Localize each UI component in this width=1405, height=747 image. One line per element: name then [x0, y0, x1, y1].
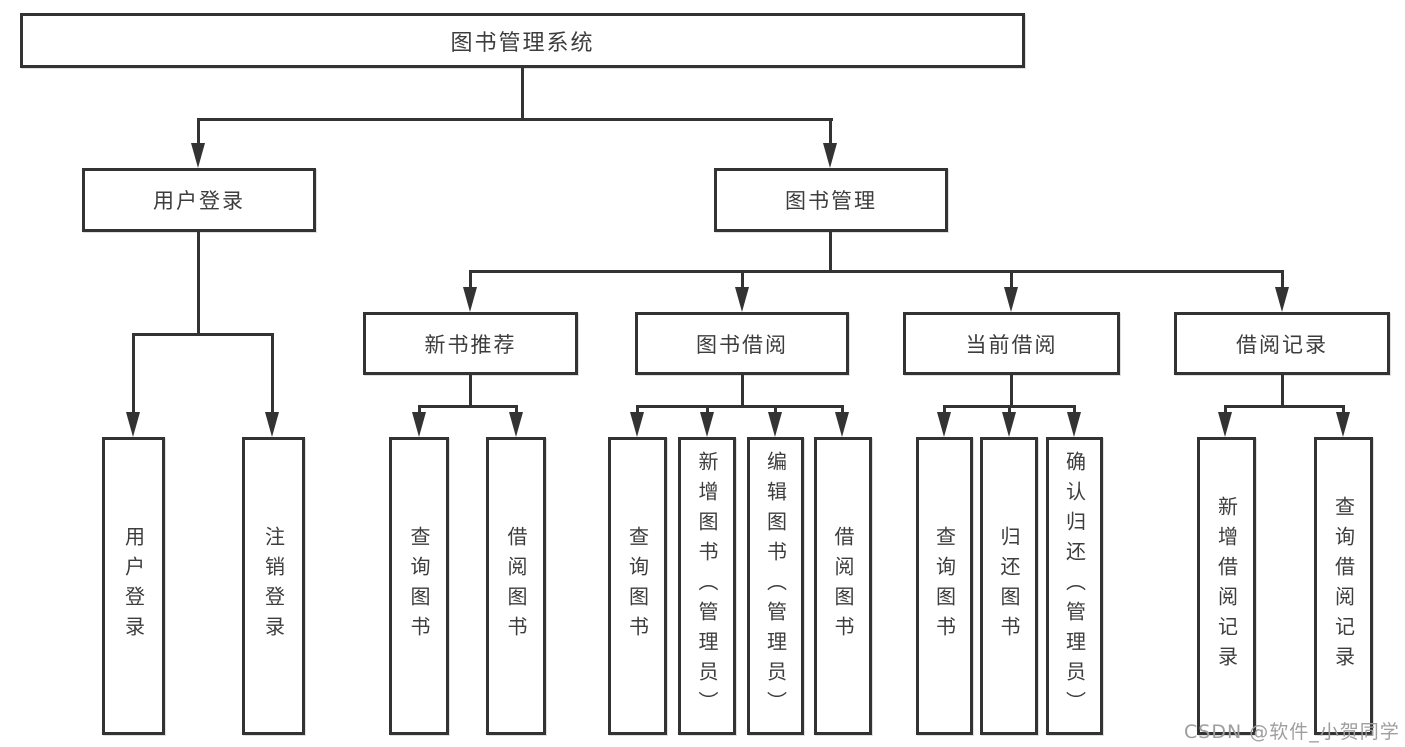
- arrowhead-new-book-recommend-icon: [463, 287, 477, 312]
- connector-user-login-vline: [197, 232, 200, 335]
- arrowhead-bb-borrow-icon: [835, 412, 849, 437]
- arrowhead-cb-confirm-icon: [1067, 412, 1081, 437]
- leaf-cb-confirm-return: 确认归还（管理员）: [1046, 437, 1103, 735]
- arrowhead-book-management-icon: [823, 143, 837, 168]
- connector-stem-cb-query: [943, 405, 946, 413]
- connector-new-book-recommend-vline: [469, 374, 472, 407]
- node-user-login: 用户登录: [82, 168, 316, 232]
- arrowhead-bb-query-icon: [630, 412, 644, 437]
- connector-new-book-recommend-hline: [418, 405, 518, 408]
- leaf-user-login: 用户登录: [102, 437, 165, 735]
- connector-stem-bb-add: [706, 405, 709, 413]
- arrowhead-cb-query-icon: [937, 412, 951, 437]
- connector-stem-leaf-logout: [271, 333, 274, 413]
- connector-book-borrow-hline: [636, 405, 844, 408]
- connector-stem-rec-query: [418, 405, 421, 413]
- connector-stem-bb-query: [636, 405, 639, 413]
- node-current-borrow: 当前借阅: [903, 312, 1120, 375]
- connector-stem-rec-borrow: [515, 405, 518, 413]
- node-borrow-records: 借阅记录: [1174, 312, 1390, 375]
- leaf-bb-borrow-book: 借阅图书: [814, 437, 872, 735]
- connector-stem-bb-edit: [774, 405, 777, 413]
- arrowhead-rec-query-icon: [412, 412, 426, 437]
- connector-book-borrow-vline: [741, 374, 744, 407]
- connector-root-hline: [197, 118, 833, 121]
- arrowhead-bb-add-icon: [700, 412, 714, 437]
- arrowhead-cb-return-icon: [1002, 412, 1016, 437]
- leaf-bb-edit-book: 编辑图书（管理员）: [747, 437, 804, 735]
- node-library-management-system: 图书管理系统: [20, 13, 1025, 68]
- connector-stem-borrow-records: [1281, 270, 1284, 288]
- leaf-rec-borrow-book: 借阅图书: [486, 437, 546, 735]
- connector-current-borrow-vline: [1010, 374, 1013, 407]
- connector-stem-book-borrow: [741, 270, 744, 288]
- connector-root-vline: [521, 68, 524, 121]
- arrowhead-current-borrow-icon: [1004, 287, 1018, 312]
- connector-stem-current-borrow: [1010, 270, 1013, 288]
- node-book-borrow: 图书借阅: [635, 312, 849, 375]
- connector-stem-br-query: [1342, 405, 1345, 413]
- connector-stem-leaf-user-login: [132, 333, 135, 413]
- arrowhead-leaf-user-login-icon: [126, 412, 140, 437]
- arrowhead-rec-borrow-icon: [509, 412, 523, 437]
- leaf-bb-add-book: 新增图书（管理员）: [678, 437, 736, 735]
- leaf-br-query-record: 查询借阅记录: [1314, 437, 1373, 735]
- connector-stem-new-book-recommend: [469, 270, 472, 288]
- connector-user-login-hline: [132, 333, 274, 336]
- leaf-bb-query-book: 查询图书: [608, 437, 667, 735]
- arrowhead-book-borrow-icon: [735, 287, 749, 312]
- arrowhead-borrow-records-icon: [1275, 287, 1289, 312]
- connector-book-management-vline: [829, 232, 832, 272]
- node-new-book-recommend: 新书推荐: [363, 312, 578, 375]
- arrowhead-br-add-icon: [1218, 412, 1232, 437]
- connector-stem-cb-return: [1008, 405, 1011, 413]
- leaf-rec-query-book: 查询图书: [389, 437, 449, 735]
- connector-stem-cb-confirm: [1073, 405, 1076, 413]
- leaf-cb-query-book: 查询图书: [916, 437, 973, 735]
- connector-borrow-records-hline: [1224, 405, 1345, 408]
- arrowhead-bb-edit-icon: [768, 412, 782, 437]
- arrowhead-user-login-icon: [191, 143, 205, 168]
- leaf-cb-return-book: 归还图书: [980, 437, 1038, 735]
- csdn-watermark: CSDN @软件_小贺同学: [1184, 721, 1400, 743]
- arrowhead-leaf-logout-icon: [265, 412, 279, 437]
- connector-stem-br-add: [1224, 405, 1227, 413]
- connector-stem-bb-borrow: [841, 405, 844, 413]
- arrowhead-br-query-icon: [1336, 412, 1350, 437]
- connector-book-management-hline: [469, 270, 1284, 273]
- leaf-logout: 注销登录: [242, 437, 305, 735]
- connector-stem-user-login: [197, 118, 200, 145]
- connector-stem-book-management: [829, 118, 832, 145]
- leaf-br-add-record: 新增借阅记录: [1197, 437, 1256, 735]
- node-book-management: 图书管理: [714, 168, 948, 232]
- connector-borrow-records-vline: [1281, 374, 1284, 407]
